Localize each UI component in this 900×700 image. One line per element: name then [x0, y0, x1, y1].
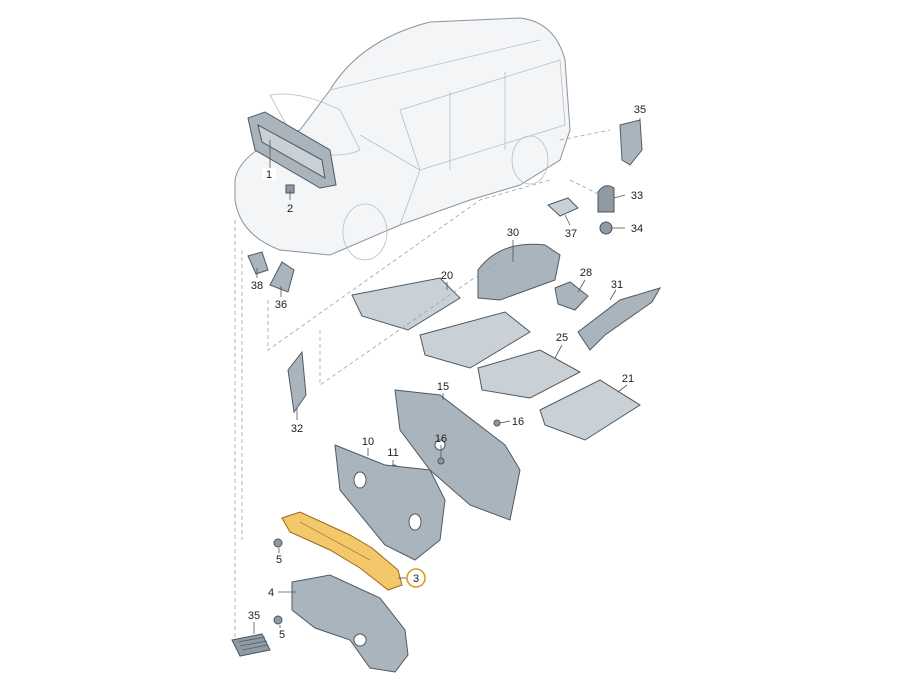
callout-16-right: 16: [512, 416, 524, 428]
part-4-lower-insulation[interactable]: [291, 574, 409, 673]
callout-21: 21: [622, 373, 634, 385]
callout-28: 28: [580, 267, 592, 279]
callout-20: 20: [441, 270, 453, 282]
part-3-highlighted-insulation-strip[interactable]: [281, 511, 403, 591]
callout-11: 11: [387, 447, 398, 459]
part-mid-floor-mat[interactable]: [419, 311, 531, 369]
part-28-block[interactable]: [554, 281, 589, 311]
part-32-side-trim[interactable]: [287, 350, 307, 414]
callout-38: 38: [251, 280, 263, 292]
part-30-wheelhouse-liner[interactable]: [477, 243, 561, 301]
part-31-trim[interactable]: [577, 287, 662, 351]
part-35-mudflap[interactable]: [619, 119, 643, 166]
part-5-clip[interactable]: [273, 538, 283, 625]
leader-lines: [253, 118, 641, 634]
part-38-bracket[interactable]: [247, 251, 269, 275]
callout-labels: 1 2 38 36 32 35 33 34 37 30 20 28 31 25 …: [248, 104, 646, 641]
part-1-bonnet-insulation[interactable]: [247, 111, 337, 189]
callout-3-highlight-ring: [406, 568, 426, 588]
part-36-bracket[interactable]: [269, 261, 295, 293]
callout-1: 1: [266, 169, 272, 181]
callout-35-top: 35: [634, 104, 646, 116]
part-21-floor-mat[interactable]: [539, 379, 641, 441]
callout-32: 32: [291, 423, 303, 435]
callout-16-center: 16: [435, 433, 447, 445]
callout-31: 31: [611, 279, 623, 291]
part-35-cabin-filter[interactable]: [231, 633, 271, 657]
callout-30: 30: [507, 227, 519, 239]
part-20-floor-mat[interactable]: [351, 277, 461, 331]
callout-34: 34: [631, 223, 643, 235]
callout-35-bottom: 35: [248, 610, 260, 622]
guide-lines: [234, 129, 611, 640]
part-33-cap[interactable]: [597, 185, 615, 213]
callout-37: 37: [565, 228, 577, 240]
callout-4: 4: [268, 587, 274, 599]
part-37-pad[interactable]: [547, 197, 579, 217]
callout-5-lower: 5: [279, 629, 285, 641]
callout-33: 33: [631, 190, 643, 202]
part-34-grommet[interactable]: [599, 221, 613, 235]
callout-10: 10: [362, 436, 374, 448]
part-15-firewall-insulation[interactable]: [394, 389, 521, 521]
callout-5-upper: 5: [276, 554, 282, 566]
part-10-dash-insulation[interactable]: [334, 444, 446, 561]
callout-15: 15: [437, 381, 449, 393]
callout-2: 2: [287, 203, 293, 215]
part-25-floor-mat[interactable]: [477, 349, 582, 399]
callout-36: 36: [275, 299, 287, 311]
callout-25: 25: [556, 332, 568, 344]
callout-3: 3: [413, 573, 419, 585]
